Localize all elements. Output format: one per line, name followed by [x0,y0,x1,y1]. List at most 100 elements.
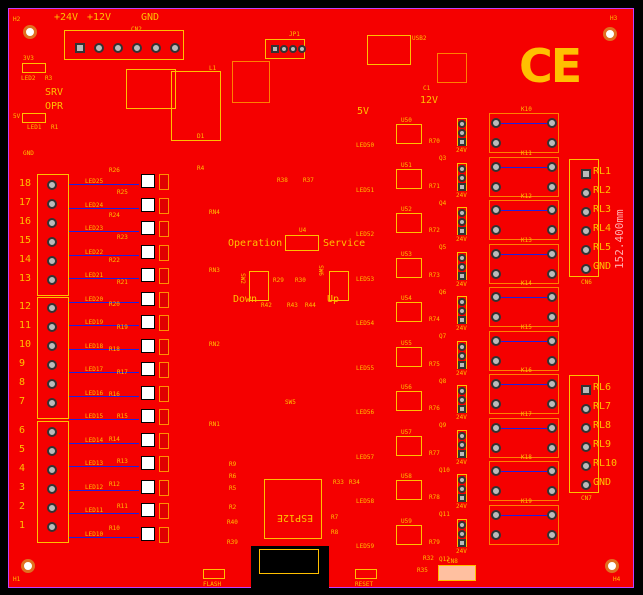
cn2-pin [75,43,85,53]
inductor-l1 [171,71,221,141]
led-label: LED51 [356,186,375,194]
transistor [159,479,169,496]
r3-label: R3 [45,75,53,82]
cn2-pin [94,43,104,53]
sw5-label: SW5 [285,399,296,406]
label-gnd: GND [141,12,160,23]
led-package [141,174,155,188]
pin-label: GND [593,477,612,488]
operation-label: Operation [228,238,283,249]
r38-label: R38 [277,177,288,184]
terminal-number: 10 [19,339,32,350]
terminal-block [37,297,69,419]
r37-label: R37 [303,177,314,184]
relay-pin [547,118,557,128]
capacitor-outline [232,61,270,103]
relay-pin [491,312,501,322]
relay-pin [491,248,501,259]
connector-pin [581,404,591,414]
flash-label: FLASH [203,581,222,588]
button-sw2-down[interactable] [249,271,269,301]
transistor-label: Q12 [439,555,450,563]
resistor-label: R74 [429,316,440,323]
trace [69,207,139,209]
relay-pin [547,138,557,148]
led-package [141,479,155,494]
connector-cn7 [569,375,599,493]
pin-label: RL4 [593,223,612,234]
led-label: LED21 [85,272,104,279]
relay-pin [491,292,501,302]
resistor-label: R12 [109,480,120,488]
capacitor-c1 [437,53,467,83]
relay-pin [491,335,501,346]
trace [69,536,139,538]
relay-pin [491,422,501,433]
ic-label: U53 [401,250,412,258]
connector-pin [581,385,591,395]
resistor-label: R10 [109,525,120,533]
12v-label: 12V [420,95,439,106]
pin-label: RL9 [593,439,612,450]
relay [489,156,559,197]
connector-pin [581,461,591,471]
led-package [141,338,155,353]
transistor [159,362,169,378]
led-package [141,221,155,235]
relay-pin [491,355,501,366]
terminal-number: 1 [19,520,26,531]
transistor [159,221,169,237]
flash-button[interactable] [203,569,225,579]
terminal-number: 12 [19,301,32,312]
3v3-pad [22,63,46,73]
resistor-label: R14 [109,435,120,443]
header-pin [458,182,466,191]
terminal-number: 13 [19,273,32,284]
5v-label: 5V [357,106,370,117]
header-pin [458,387,466,395]
relay-pin [491,379,501,389]
relay [489,287,559,327]
transistor [159,385,169,402]
trace [69,442,139,444]
voltage-label: 24V [456,414,467,421]
voltage-label: 24V [456,547,467,555]
relay-pin [547,422,557,433]
sw2-label: SW2 [238,273,246,284]
resistor-label: R32 [423,555,434,562]
reset-button[interactable] [355,569,377,579]
r4-label: R4 [197,165,205,172]
led-label: LED50 [356,142,375,149]
led-label: LED52 [356,231,375,238]
h4-label: H4 [613,576,621,583]
relay [489,461,559,501]
trace [69,184,139,185]
terminal-pin [47,360,57,370]
ic-package [396,435,422,456]
trace [69,278,139,279]
pin-label: RL5 [593,242,612,253]
led-package [141,291,155,306]
trace [501,166,547,168]
l1-label: L1 [209,65,217,72]
pin-label: RL3 [593,204,612,215]
header-pin [458,271,466,280]
led-package [141,432,155,447]
voltage-label: 24V [456,503,467,510]
r1-label: R1 [51,124,59,131]
resistor-label: R20 [109,301,120,309]
connector-pin [581,480,591,490]
relay-pin [491,442,501,453]
resistor-label: R34 [349,479,360,486]
connector-pin [581,207,591,217]
pin-label: RL6 [593,382,612,393]
led-package [141,503,155,517]
relay [489,417,559,458]
transistor-label: Q4 [439,199,447,207]
led-label: LED55 [356,364,375,372]
terminal-pin [47,237,57,247]
terminal-number: 17 [19,197,32,208]
board-dimension: 152.400mm [613,209,626,269]
ic-label: U50 [401,117,412,124]
button-sw6-up[interactable] [329,271,349,301]
